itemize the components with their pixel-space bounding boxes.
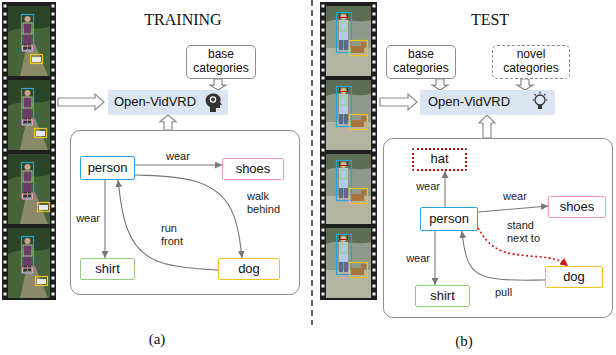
relation-arrow — [118, 180, 218, 270]
film-strip — [320, 2, 377, 300]
category-box: novel categories — [492, 45, 570, 79]
subfigure-label: (b) — [455, 333, 473, 350]
relation-arrow — [104, 180, 105, 258]
flow-arrow — [517, 79, 533, 90]
node-label: dog — [563, 270, 585, 285]
subfigure-label: (a) — [149, 331, 166, 348]
panel-title: TRAINING — [144, 11, 221, 29]
flow-arrow — [210, 79, 226, 90]
object-box: hat — [412, 148, 467, 171]
divider-line — [311, 0, 313, 325]
dog-figure — [39, 205, 48, 210]
relation-label: walk behind — [246, 190, 290, 215]
video-frame — [8, 80, 50, 150]
relation-arrow — [478, 206, 548, 212]
node-label: Open-VidVRD — [428, 95, 510, 110]
node-label: shirt — [430, 289, 455, 304]
object-box: person — [80, 156, 135, 180]
dog-figure — [37, 279, 46, 284]
flow-arrow — [160, 115, 176, 130]
node-label: novel categories — [498, 48, 564, 76]
panel-title: TEST — [471, 11, 509, 29]
relation-arrow — [135, 164, 222, 165]
video-frame — [326, 154, 371, 224]
film-holes — [320, 2, 377, 300]
relation-arrow — [434, 231, 435, 285]
dog-bbox — [36, 277, 48, 286]
relation-label: wear — [165, 150, 191, 163]
input-arrow — [380, 94, 417, 110]
input-arrow — [58, 94, 104, 110]
object-box: shirt — [80, 258, 135, 280]
relation-label: wear — [405, 252, 431, 265]
flow-arrow — [432, 79, 448, 90]
node-label: shirt — [95, 262, 120, 277]
video-frame — [8, 6, 50, 76]
object-box: person — [420, 207, 478, 231]
video-frame — [326, 6, 371, 76]
model-box: Open-VidVRD — [420, 90, 555, 115]
node-label: Open-VidVRD — [114, 95, 196, 110]
relation-arrow — [135, 175, 242, 258]
node-label: shoes — [236, 162, 271, 177]
video-frame — [8, 154, 50, 224]
category-box: base categories — [386, 45, 456, 79]
relation-label: stand next to — [506, 219, 552, 244]
video-frame — [326, 228, 371, 298]
relation-label: wear — [415, 180, 441, 193]
dog-bbox — [38, 203, 50, 212]
object-box: dog — [545, 266, 603, 288]
node-label: person — [429, 212, 469, 227]
object-box: shirt — [415, 285, 470, 307]
film-holes — [2, 2, 56, 300]
object-box: shoes — [548, 196, 606, 218]
video-frame — [326, 80, 371, 150]
dog-figure — [32, 57, 41, 62]
video-frame — [8, 228, 50, 298]
relation-label: pull — [494, 286, 513, 299]
node-label: shoes — [560, 200, 595, 215]
node-label: person — [88, 161, 128, 176]
category-box: base categories — [186, 45, 256, 79]
flow-arrow — [479, 115, 495, 138]
dog-bbox — [31, 55, 43, 64]
relation-label: wear — [75, 212, 101, 225]
relation-label: wear — [502, 190, 528, 203]
dog-figure — [36, 131, 45, 136]
node-label: base categories — [392, 48, 450, 76]
object-box: shoes — [222, 158, 284, 180]
film-strip — [2, 2, 56, 300]
object-box: dog — [218, 258, 280, 280]
node-label: dog — [238, 262, 260, 277]
relation-label: run front — [160, 222, 198, 247]
relation-arrow — [444, 171, 445, 207]
node-label: hat — [430, 152, 448, 167]
dog-bbox — [35, 129, 47, 138]
model-box: Open-VidVRD — [108, 90, 228, 115]
node-label: base categories — [192, 48, 250, 76]
